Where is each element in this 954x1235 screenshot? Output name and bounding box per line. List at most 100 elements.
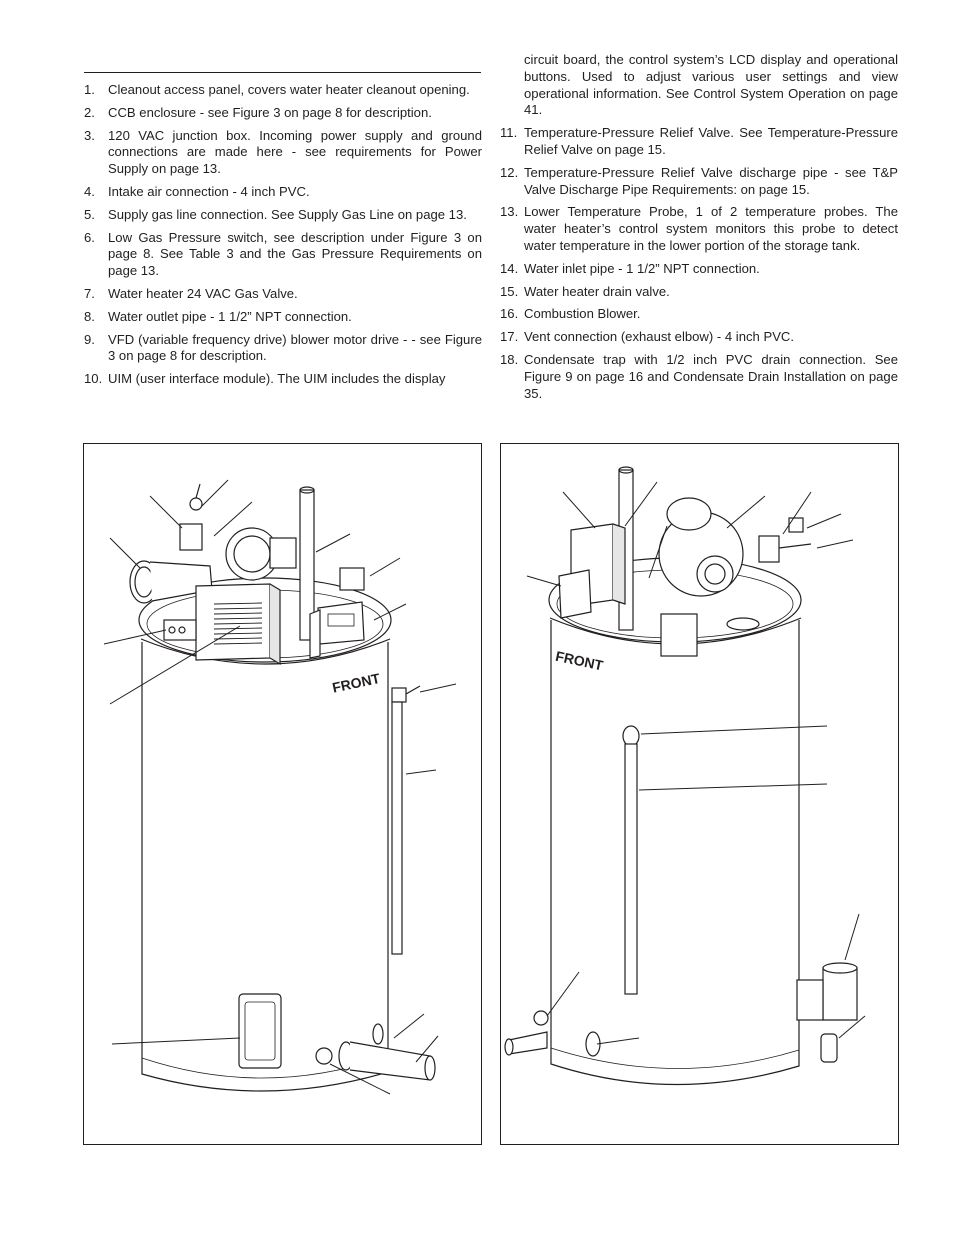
header-rule [84, 72, 481, 73]
vent-connection [822, 962, 858, 974]
legend-item-text: 120 VAC junction box. Incoming power sup… [108, 127, 482, 177]
legend-item: 3. 120 VAC junction box. Incoming power s… [84, 128, 482, 178]
legend-item-number: 18. [500, 351, 519, 367]
legend-item-number: 10. [84, 371, 103, 387]
uim-lcd [327, 613, 355, 627]
legend-item: 13. Lower Temperature Probe, 1 of 2 tempe… [500, 204, 898, 254]
ccb-vent-louvers [213, 602, 263, 645]
legend-item: 17.Vent connection (exhaust elbow) - 4 i… [500, 329, 898, 346]
legend-item-text: VFD (variable frequency drive) blower mo… [108, 331, 482, 364]
ccb-enclosure [195, 583, 271, 661]
exhaust-collar [796, 979, 824, 1021]
gas-valve [179, 523, 203, 551]
cleanout-panel-inner [244, 1001, 276, 1061]
legend-item-text: Lower Temperature Probe, 1 of 2 temperat… [524, 204, 898, 253]
callout-arrows [526, 481, 866, 1045]
legend-item-number: 8. [84, 308, 95, 324]
cleanout-access-panel [238, 993, 282, 1069]
legend-item: 9. VFD (variable frequency drive) blower … [84, 332, 482, 366]
legend-item: 15. Water heater drain valve. [500, 284, 898, 301]
legend-item: 1. Cleanout access panel, covers water he… [84, 82, 482, 99]
legend-item: 16.Combustion Blower. [500, 306, 898, 323]
vfd-drive [339, 567, 365, 591]
uim-display-module [558, 569, 592, 619]
legend-item-text: Temperature-Pressure Relief Valve discha… [524, 164, 898, 197]
junction-box-knockout [178, 626, 186, 634]
legend-right-column: circuit board, the control system’s LCD … [500, 52, 898, 408]
legend-item-text: Temperature-Pressure Relief Valve. See T… [524, 125, 898, 157]
blower-motor [666, 497, 712, 531]
legend-item-text: UIM (user interface module). The UIM inc… [108, 371, 446, 387]
legend-item: 10. UIM (user interface module). The UIM … [84, 371, 482, 388]
vent-pipe [299, 489, 315, 641]
uim-bracket [309, 609, 321, 659]
condensate-trap [820, 1033, 838, 1063]
gas-pressure-switch [788, 517, 804, 533]
burner-assembly [660, 613, 698, 657]
gas-manifold [726, 617, 760, 631]
tank-collar [140, 638, 391, 665]
legend-item: 4. Intake air connection - 4 inch PVC. [84, 184, 482, 201]
gas-valve [758, 535, 780, 563]
tank-bottom-band [550, 1047, 800, 1069]
legend-item-text: Supply gas line connection. See Supply G… [108, 206, 467, 222]
tp-relief-lever [405, 685, 421, 695]
legend-item-number: 9. [84, 331, 95, 347]
legend-item-number: 15. [500, 283, 519, 299]
blower-inlet-ring [704, 563, 726, 585]
lower-temperature-probe [533, 1010, 549, 1026]
gas-pressure-switch [189, 497, 203, 511]
legend-item-text: Water inlet pipe - 1 1/2” NPT connection… [524, 260, 760, 276]
uim-display-module [317, 601, 365, 645]
legend-item-text: Condensate trap with 1/2 inch PVC drain … [524, 351, 898, 401]
legend-item-number: 1. [84, 82, 95, 97]
legend-item-text: Cleanout access panel, covers water heat… [108, 82, 470, 97]
gas-supply-line [778, 543, 812, 549]
vent-pipe-top [299, 486, 315, 494]
legend-item-text: Water heater 24 VAC Gas Valve. [108, 285, 298, 301]
callout-arrows [103, 479, 457, 1095]
drain-valve [315, 1047, 333, 1065]
legend-item-number: 13. [500, 204, 519, 220]
legend-item-text: CCB enclosure - see Figure 3 on page 8 f… [108, 104, 432, 120]
tp-discharge-pipe [624, 743, 638, 995]
water-outlet-pipe-end [424, 1055, 436, 1081]
ccb-enclosure-side [612, 523, 626, 605]
legend-item: 6. Low Gas Pressure switch, see descripti… [84, 230, 482, 280]
junction-box-knockout [168, 626, 176, 634]
ccb-enclosure-side [269, 583, 281, 666]
legend-item-number: 6. [84, 229, 95, 245]
legend-item-number: 14. [500, 260, 519, 276]
legend-item: 11. Temperature-Pressure Relief Valve. Se… [500, 125, 898, 159]
tank-body [141, 642, 389, 1092]
legend-item-continuation: circuit board, the control system’s LCD … [524, 52, 898, 118]
figure-front-view: FRONT [83, 443, 482, 1145]
legend-item-text: Vent connection (exhaust elbow) - 4 inch… [524, 329, 795, 345]
legend-item-number: 2. [84, 104, 95, 120]
lower-temperature-probe [372, 1023, 384, 1045]
legend-item: 12. Temperature-Pressure Relief Valve dis… [500, 165, 898, 199]
legend-item-text: Low Gas Pressure switch, see description… [108, 229, 482, 279]
legend-item-text: Water outlet pipe - 1 1/2” NPT connectio… [108, 308, 352, 324]
legend-item: 2. CCB enclosure - see Figure 3 on page 8… [84, 105, 482, 122]
legend-item-number: 12. [500, 164, 519, 180]
figure-rear-view: FRONT [500, 443, 899, 1145]
tank-body [550, 620, 800, 1086]
tp-discharge-pipe [391, 701, 403, 955]
water-inlet-pipe-end [504, 1038, 514, 1056]
blower-inlet [696, 555, 734, 593]
water-heater-front-illustration: FRONT [103, 479, 457, 1095]
tp-relief-valve [391, 687, 407, 703]
legend-item: 8. Water outlet pipe - 1 1/2” NPT connect… [84, 309, 482, 326]
legend-item-number: 5. [84, 206, 95, 222]
legend-item-number: 3. [84, 127, 95, 143]
blower-motor [269, 537, 297, 569]
legend-item-number: 11. [500, 125, 518, 141]
legend-item-text: Water heater drain valve. [524, 283, 670, 299]
legend-item-number: 7. [84, 285, 95, 301]
exhaust-elbow [822, 967, 858, 1021]
legend-item-text: Intake air connection - 4 inch PVC. [108, 183, 310, 199]
legend-item: 18. Condensate trap with 1/2 inch PVC dra… [500, 352, 898, 402]
legend-item-text: Combustion Blower. [524, 306, 641, 322]
legend-item-number: 4. [84, 183, 95, 199]
